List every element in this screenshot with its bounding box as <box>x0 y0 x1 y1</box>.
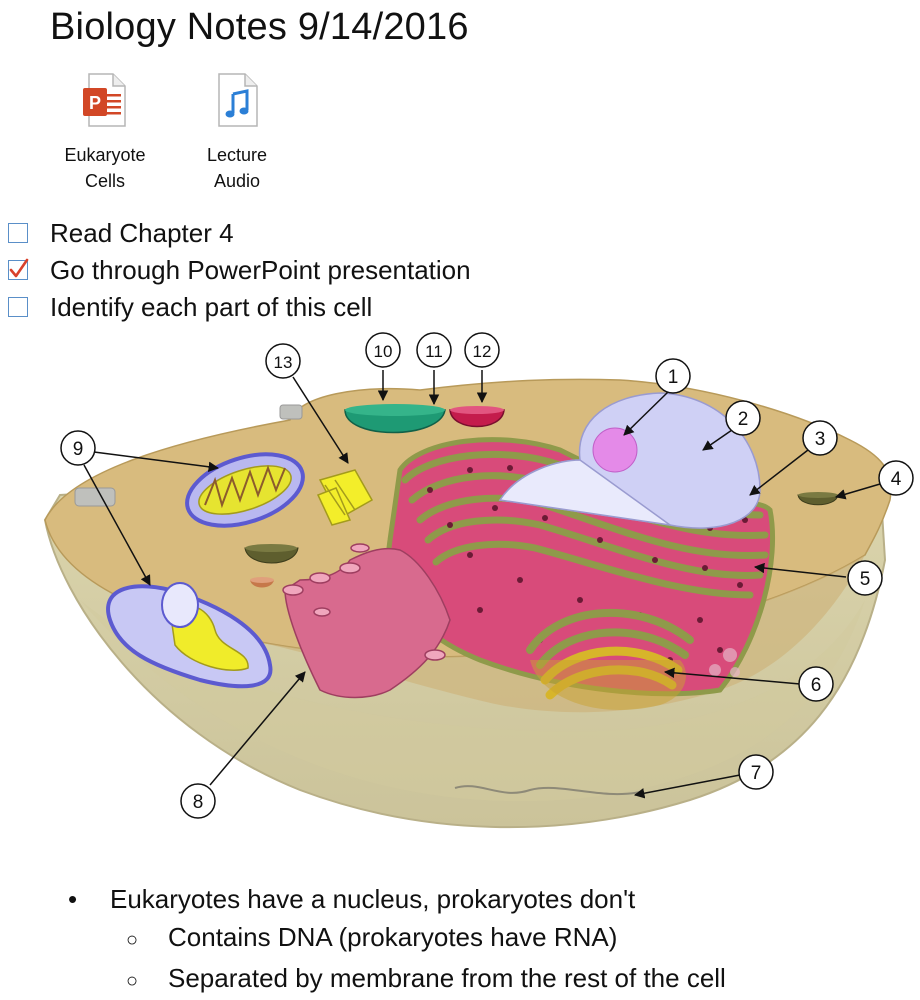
list-item: ○ Separated by membrane from the rest of … <box>68 959 726 1000</box>
todo-text: Identify each part of this cell <box>50 291 373 322</box>
note-text: Contains DNA (prokaryotes have RNA) <box>168 922 618 952</box>
callout-12: 12 <box>464 332 500 368</box>
centrosome <box>316 469 374 526</box>
attachment-label-line1: Lecture <box>206 145 268 165</box>
todo-checkbox[interactable] <box>8 297 28 317</box>
page-title: Biology Notes 9/14/2016 <box>50 6 469 48</box>
todo-checkbox[interactable] <box>8 223 28 243</box>
attachment-label-line2: Audio <box>213 171 261 191</box>
note-text: Separated by membrane from the rest of t… <box>168 963 726 993</box>
eukaryotic-cell-diagram: 1 2 3 4 5 6 7 8 9 10 11 12 13 <box>43 332 914 829</box>
callout-number: 1 <box>668 367 679 388</box>
bullet-circle-icon: ○ <box>126 929 139 951</box>
todo-text: Go through PowerPoint presentation <box>50 254 471 285</box>
callout-6: 6 <box>798 666 834 702</box>
callout-10: 10 <box>365 332 401 368</box>
callout-4: 4 <box>878 460 914 496</box>
callout-number: 9 <box>73 439 84 460</box>
callout-number: 5 <box>860 569 871 590</box>
smooth-er <box>282 543 451 699</box>
callout-number: 7 <box>751 763 762 784</box>
callout-number: 10 <box>374 342 393 361</box>
todo-item-3: Identify each part of this cell <box>8 290 372 324</box>
notes-list: • Eukaryotes have a nucleus, prokaryotes … <box>68 880 726 1000</box>
callout-number: 13 <box>274 353 293 372</box>
vesicle-10 <box>344 409 446 434</box>
nucleus <box>498 392 761 529</box>
bullet-circle-icon: ○ <box>126 970 139 992</box>
callout-13: 13 <box>265 343 301 379</box>
attachment-lecture-audio[interactable]: Lecture Audio <box>182 72 292 194</box>
todo-item-1: Read Chapter 4 <box>8 216 234 250</box>
callout-3: 3 <box>802 420 838 456</box>
mitochondrion <box>106 582 273 689</box>
callout-number: 8 <box>193 792 204 813</box>
audio-file-icon <box>218 73 258 127</box>
list-item: • Eukaryotes have a nucleus, prokaryotes … <box>68 880 726 918</box>
bullet-dot-icon: • <box>68 884 78 914</box>
callout-5: 5 <box>847 560 883 596</box>
attachment-eukaryote-cells[interactable]: P Eukaryote Cells <box>50 72 160 194</box>
callout-number: 3 <box>815 429 826 450</box>
callout-8: 8 <box>180 783 216 819</box>
callout-11: 11 <box>416 332 452 368</box>
checkmark-icon <box>9 258 29 278</box>
todo-item-2: Go through PowerPoint presentation <box>8 253 471 287</box>
callout-number: 11 <box>425 342 443 361</box>
list-item: ○ Contains DNA (prokaryotes have RNA) <box>68 918 726 959</box>
callout-number: 12 <box>473 342 492 361</box>
todo-text: Read Chapter 4 <box>50 217 234 248</box>
callout-1: 1 <box>655 358 691 394</box>
attachment-label-line1: Eukaryote <box>64 145 146 165</box>
callout-9: 9 <box>60 430 96 466</box>
note-text: Eukaryotes have a nucleus, prokaryotes d… <box>110 884 636 914</box>
vesicle-12 <box>449 409 505 428</box>
attachment-label-line2: Cells <box>84 171 125 191</box>
todo-checkbox-checked[interactable] <box>8 258 29 280</box>
callout-2: 2 <box>725 400 761 436</box>
callout-number: 4 <box>891 469 902 490</box>
callout-7: 7 <box>738 754 774 790</box>
svg-text:P: P <box>89 93 101 113</box>
callout-labels: 1 2 3 4 5 6 7 8 9 10 11 12 13 <box>60 332 914 819</box>
callout-number: 2 <box>738 409 749 430</box>
powerpoint-file-icon: P <box>83 73 126 127</box>
mitochondrion <box>185 452 305 528</box>
callout-number: 6 <box>811 675 822 696</box>
